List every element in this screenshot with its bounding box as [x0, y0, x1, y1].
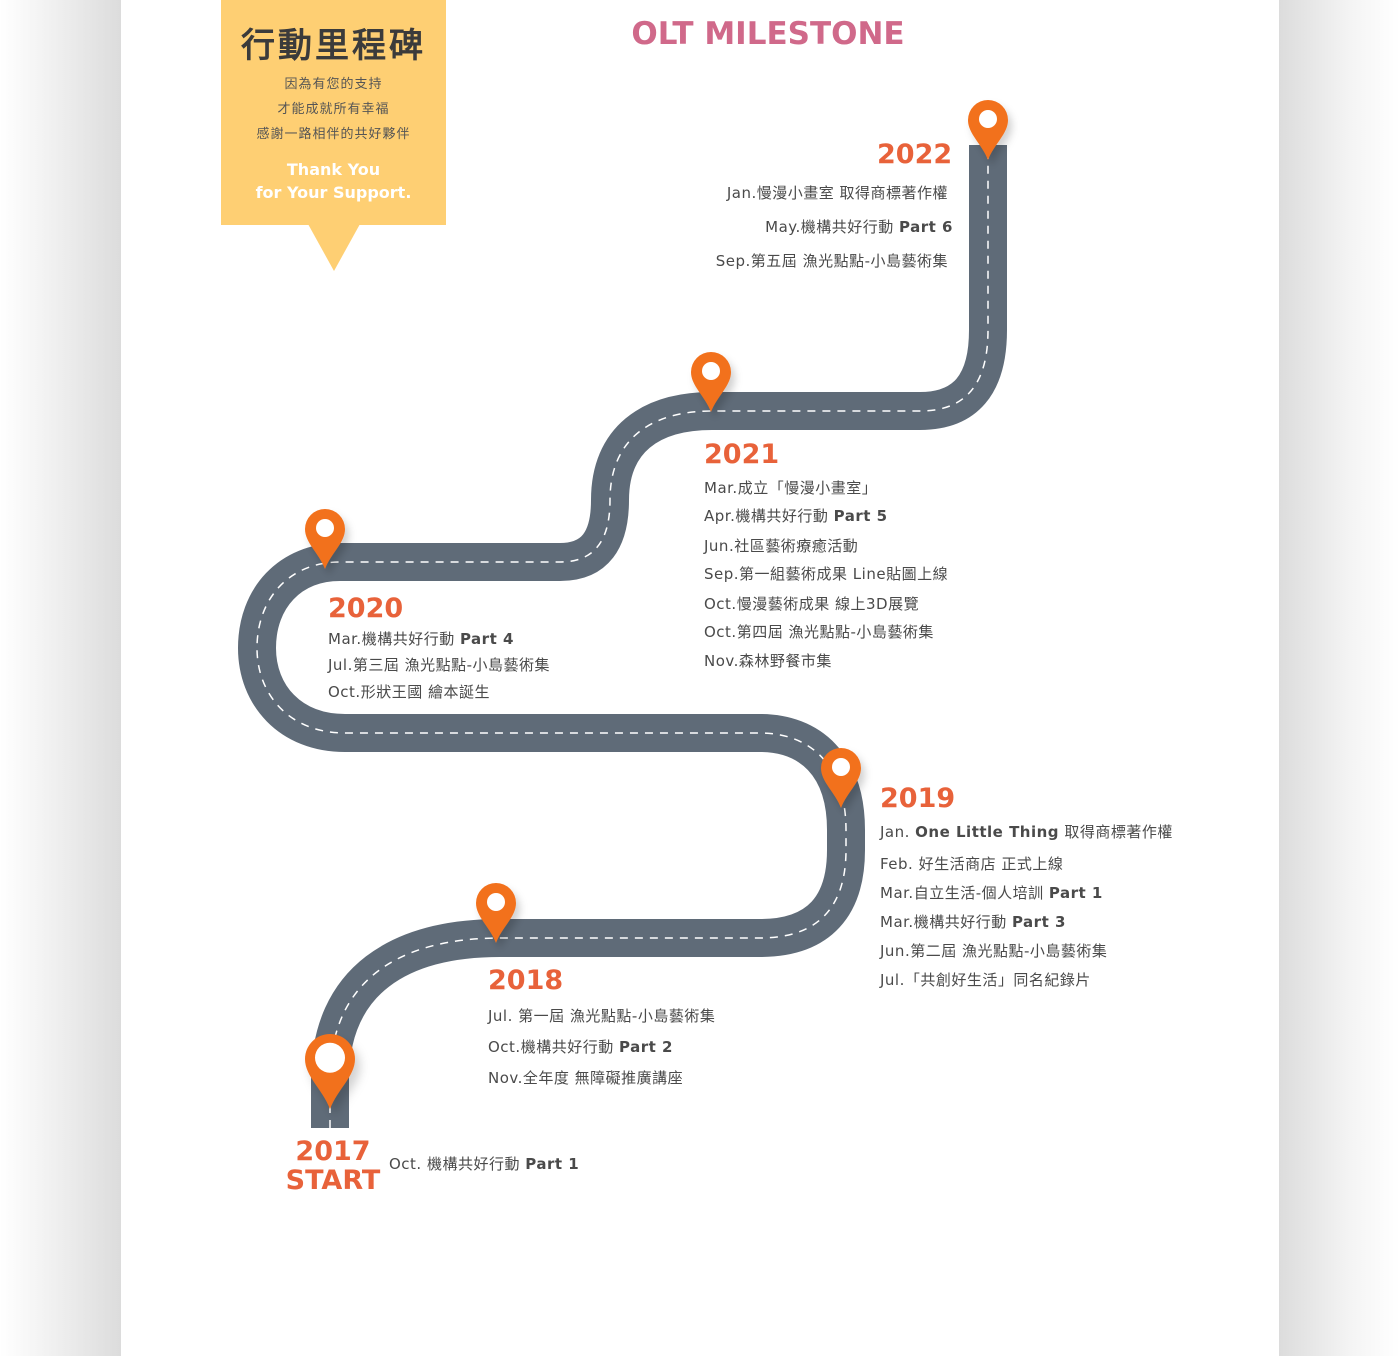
event-2022-2: May.機構共好行動 Part 6 — [765, 218, 953, 236]
event-2019-6: Jul.「共創好生活」同名紀錄片 — [880, 971, 1091, 989]
event-2020-3: Oct.形狀王國 繪本誕生 — [328, 683, 490, 701]
year-2020: 2020 — [328, 593, 404, 624]
map-pin-2018-icon — [476, 883, 516, 943]
header-line-1: 因為有您的支持 — [284, 77, 383, 92]
event-2020-1: Mar.機構共好行動 Part 4 — [328, 630, 514, 648]
event-2020-2: Jul.第三屆 漁光點點-小島藝術集 — [328, 656, 551, 674]
thanks-line-1: Thank You — [286, 160, 381, 179]
year-2022: 2022 — [877, 139, 953, 170]
event-2019-4: Mar.機構共好行動 Part 3 — [880, 913, 1066, 931]
year-2018: 2018 — [488, 965, 564, 996]
event-2021-1: Mar.成立「慢漫小畫室」 — [704, 479, 878, 497]
event-2021-4: Sep.第一組藝術成果 Line貼圖上線 — [704, 565, 949, 583]
event-2021-3: Jun.社區藝術療癒活動 — [704, 537, 859, 555]
page-title: OLT MILESTONE — [631, 16, 905, 52]
year-2021: 2021 — [704, 439, 780, 470]
event-2022-3: Sep.第五屆 漁光點點-小島藝術集 — [715, 252, 948, 270]
header-line-2: 才能成就所有幸福 — [277, 102, 390, 117]
event-2019-3: Mar.自立生活-個人培訓 Part 1 — [880, 884, 1103, 902]
road-center-line — [256, 145, 989, 1128]
event-2018-1: Jul. 第一屆 漁光點點-小島藝術集 — [488, 1007, 716, 1025]
event-2021-6: Oct.第四屆 漁光點點-小島藝術集 — [704, 623, 934, 641]
year-2017: 2017 — [295, 1136, 371, 1167]
thanks-line-2: for Your Support. — [255, 183, 412, 202]
event-2019-5: Jun.第二屆 漁光點點-小島藝術集 — [880, 942, 1108, 960]
event-2021-5: Oct.慢漫藝術成果 線上3D展覽 — [704, 595, 920, 613]
map-pin-2017-icon — [305, 1034, 355, 1109]
map-pin-2022-icon — [968, 100, 1008, 160]
year-2019: 2019 — [880, 783, 956, 814]
map-pin-2019-icon — [821, 748, 861, 808]
event-2019-2: Feb. 好生活商店 正式上線 — [880, 855, 1064, 873]
event-2017-1: Oct. 機構共好行動 Part 1 — [389, 1155, 580, 1173]
event-2018-3: Nov.全年度 無障礙推廣講座 — [488, 1069, 684, 1087]
map-pin-2020-icon — [305, 509, 345, 569]
header-card: 行動里程碑 因為有您的支持 才能成就所有幸福 感謝一路相伴的共好夥伴 Thank… — [221, 0, 446, 225]
map-pin-2021-icon — [691, 352, 731, 412]
event-2021-7: Nov.森林野餐市集 — [704, 652, 832, 670]
header-line-3: 感謝一路相伴的共好夥伴 — [256, 127, 411, 142]
event-2021-2: Apr.機構共好行動 Part 5 — [704, 507, 888, 525]
event-2019-1: Jan. One Little Thing 取得商標著作權 — [880, 823, 1173, 841]
event-2022-1: Jan.慢漫小畫室 取得商標著作權 — [726, 184, 948, 202]
header-title: 行動里程碑 — [241, 26, 426, 66]
event-2018-2: Oct.機構共好行動 Part 2 — [488, 1038, 673, 1056]
start-label: START — [285, 1165, 381, 1196]
header-pointer — [308, 224, 360, 271]
